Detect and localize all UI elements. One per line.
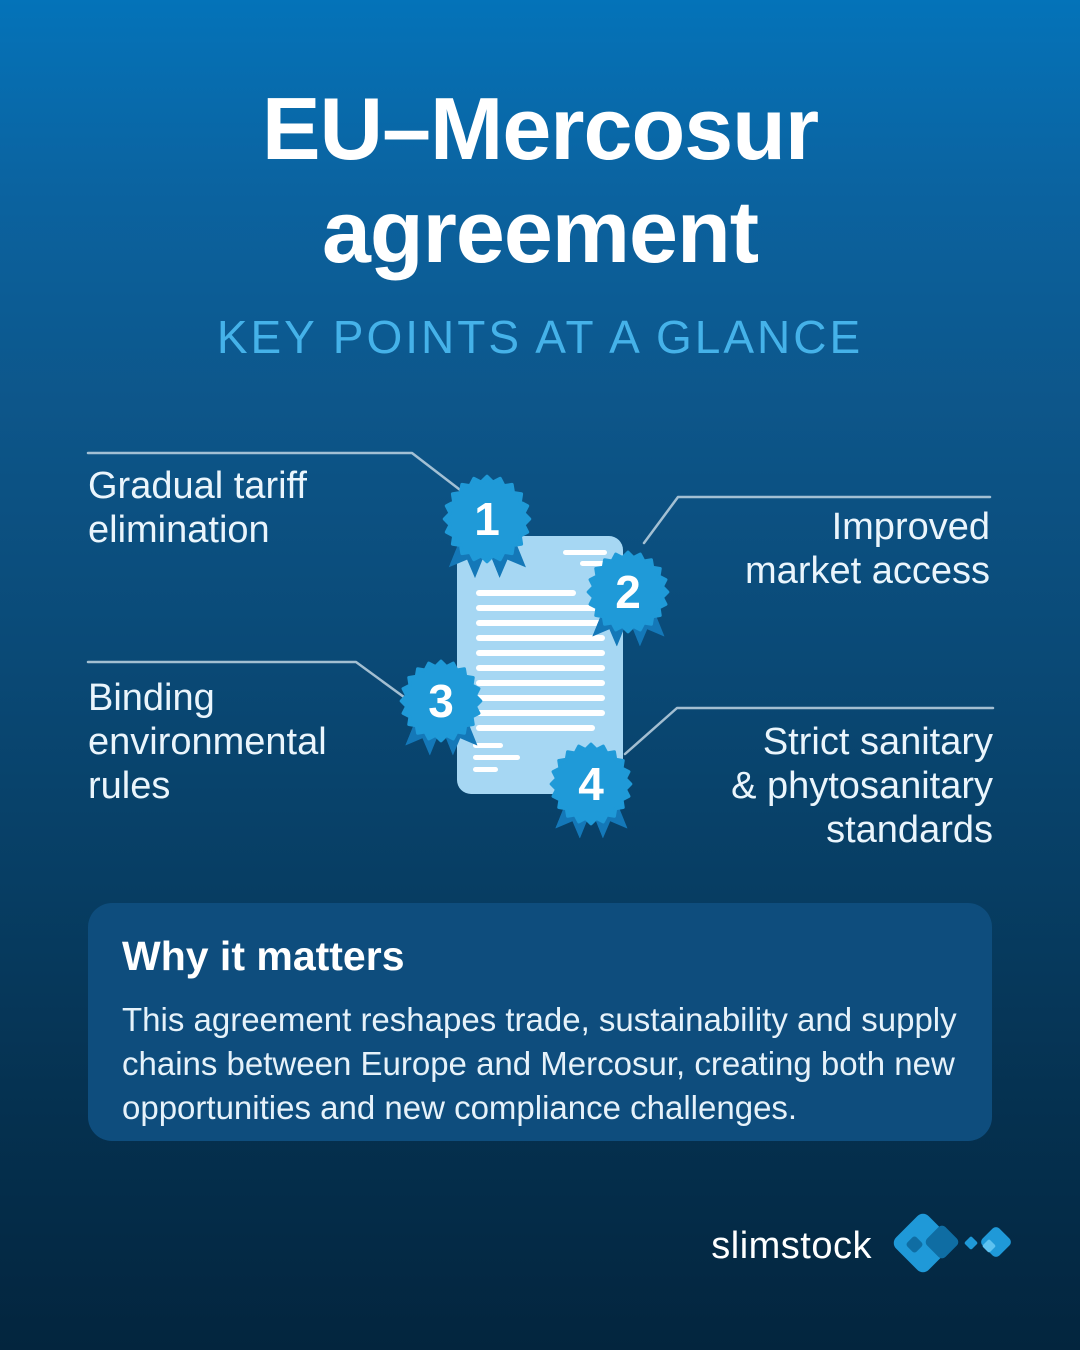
badge-number: 2 (615, 566, 641, 618)
doc-text-line (476, 650, 605, 656)
doc-text-line (476, 710, 605, 716)
rosette-seal-icon (399, 659, 483, 743)
rosette-seal-icon (549, 742, 633, 826)
rosette-seal-icon (442, 474, 532, 564)
badge-number: 4 (578, 758, 604, 810)
connector-4 (623, 706, 995, 756)
doc-text-line (476, 680, 605, 686)
why-it-matters-title: Why it matters (122, 933, 405, 979)
connector-1 (86, 451, 470, 498)
why-it-matters-body: This agreement reshapes trade, sustainab… (122, 1001, 957, 1126)
rosette-seal-icon (586, 550, 670, 634)
diamond-dot (963, 1235, 979, 1251)
why-it-matters-panel: Why it matters This agreement reshapes t… (88, 903, 992, 1141)
page-title: EU–Mercosur agreement (261, 79, 819, 281)
badge-2: 2 (585, 549, 671, 635)
doc-text-line (473, 767, 498, 772)
slimstock-diamond-icon (874, 1204, 1024, 1288)
doc-text-line (476, 635, 605, 641)
doc-text-line (476, 695, 605, 701)
doc-text-line (476, 605, 605, 611)
doc-text-line (476, 665, 605, 671)
badge-4: 4 (548, 741, 634, 827)
point-label-gradual-tariff-elimination: Gradual tariff elimination (88, 465, 307, 551)
doc-text-line (473, 743, 503, 748)
connector-3 (86, 660, 410, 702)
point-label-improved-market-access: Improved market access (745, 506, 990, 592)
doc-text-line (580, 561, 607, 566)
doc-text-line (476, 620, 605, 626)
badge-3: 3 (398, 658, 484, 744)
point-label-binding-environmental-rules: Binding environmental rules (88, 677, 327, 807)
slimstock-logo: slimstock (711, 1204, 1024, 1288)
badge-number: 3 (428, 675, 454, 727)
badge-1: 1 (441, 473, 533, 565)
page-subtitle: KEY POINTS AT A GLANCE (216, 311, 864, 363)
doc-text-line (563, 550, 607, 555)
doc-text-line (473, 755, 520, 760)
slimstock-wordmark: slimstock (711, 1224, 872, 1267)
connector-2 (642, 495, 992, 545)
point-label-strict-sanitary-standards: Strict sanitary & phytosanitary standard… (731, 721, 993, 851)
doc-text-line (476, 725, 595, 731)
badge-number: 1 (474, 493, 500, 545)
doc-text-line (476, 590, 576, 596)
